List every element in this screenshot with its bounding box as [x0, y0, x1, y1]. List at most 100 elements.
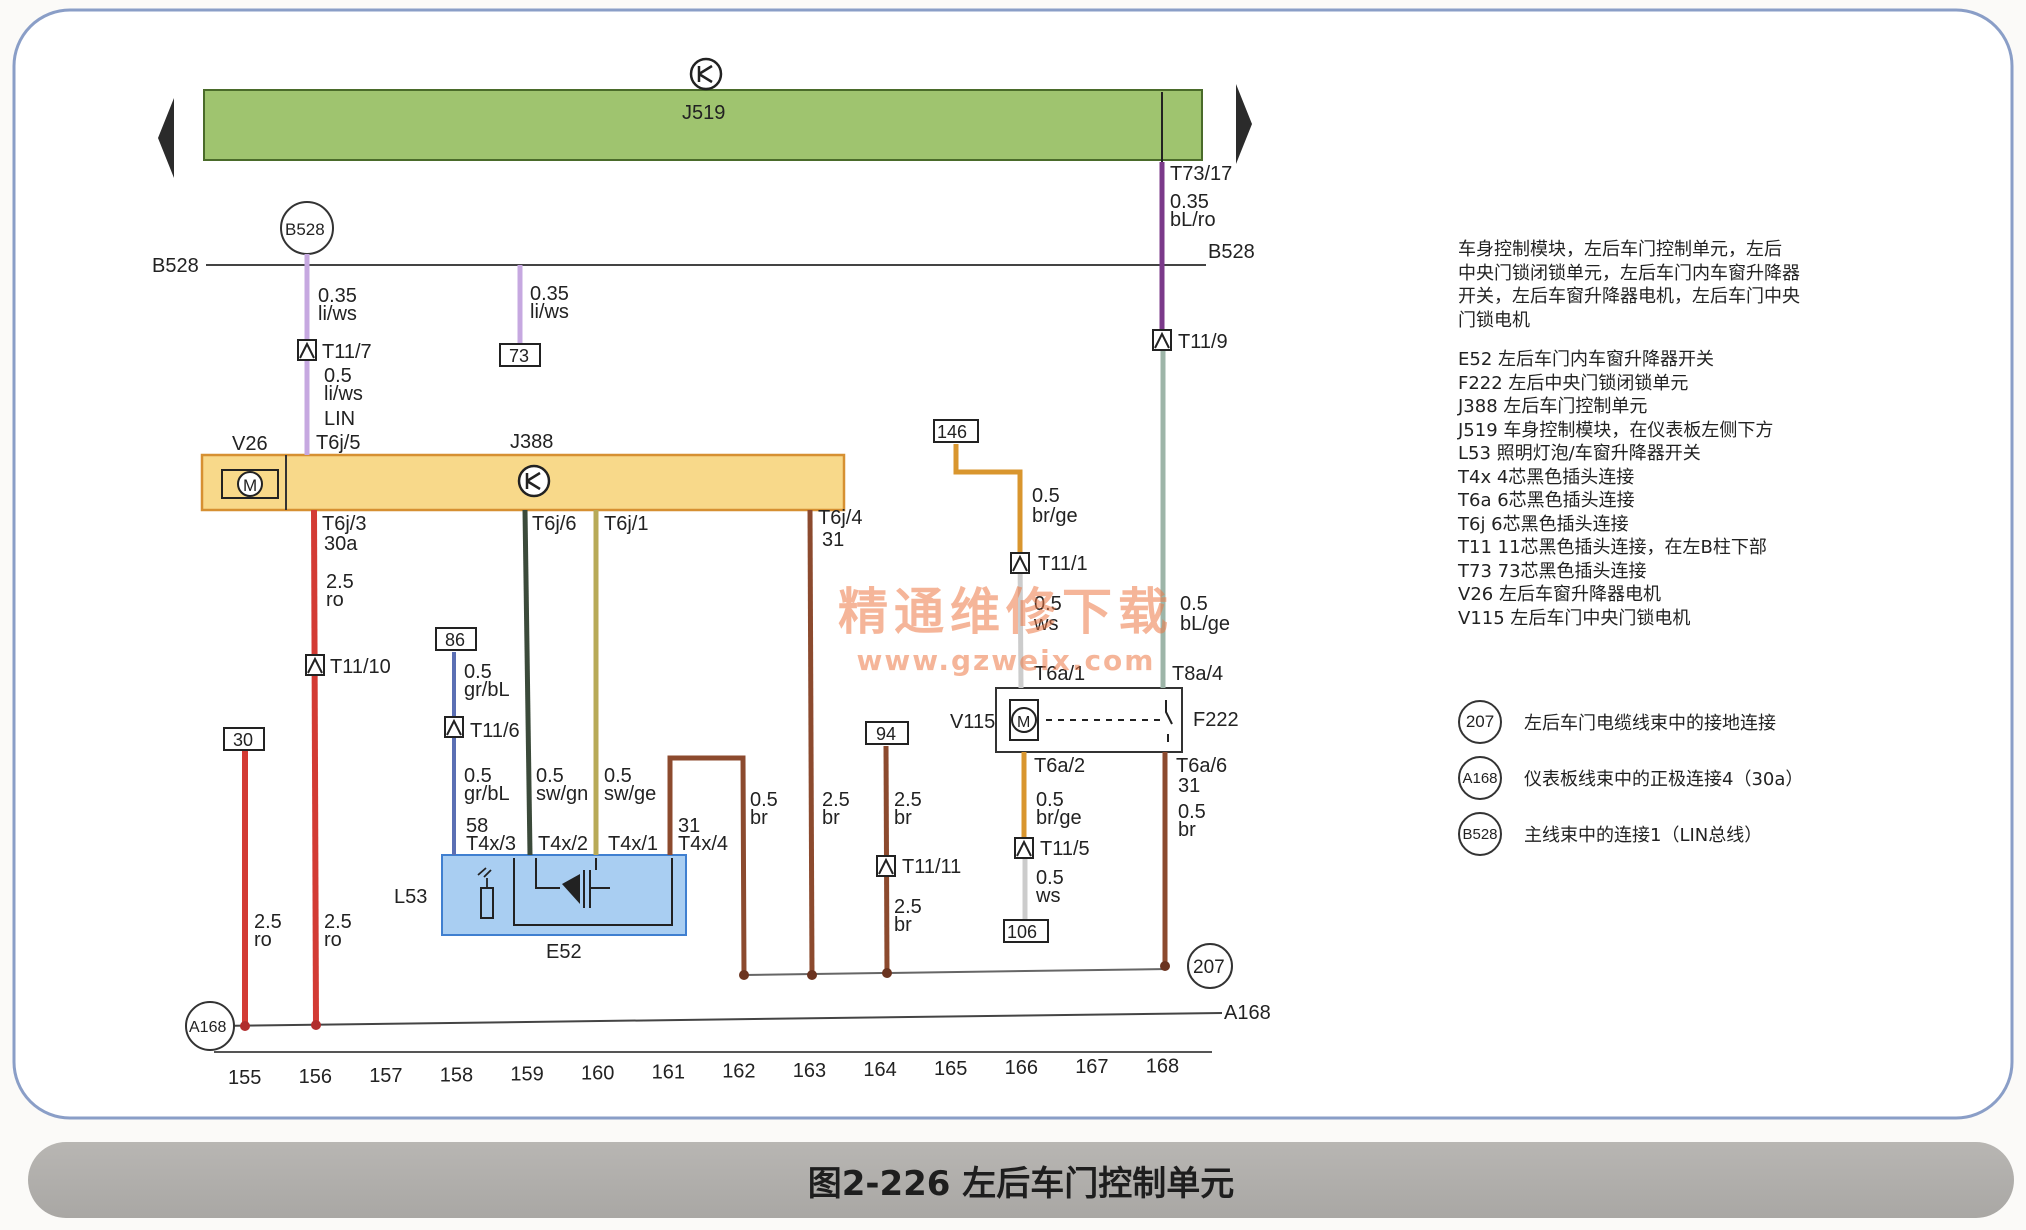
- wire-156-ro: [311, 509, 319, 1026]
- legend-title-line: 车身控制模块，左后车门控制单元，左后: [1458, 239, 1782, 260]
- w05-liws-2: li/ws: [324, 383, 363, 405]
- w25ro-c1: 2.5: [324, 911, 352, 933]
- b528-node-label: B528: [285, 220, 325, 239]
- b528-right-label: B528: [1208, 241, 1255, 263]
- v26-motor-icon: [221, 469, 279, 499]
- junction-dot: [882, 968, 892, 978]
- connector-icon: [297, 329, 1172, 877]
- legend-title-line: 中央门锁闭锁单元，左后车门内车窗升降器: [1458, 262, 1800, 284]
- j388-ground-icon: [517, 464, 551, 498]
- column-number: 167: [1075, 1056, 1108, 1078]
- legend-item: T11 11芯黑色插头连接，在左B柱下部: [1458, 537, 1767, 558]
- legend-item: T6j 6芯黑色插头连接: [1458, 513, 1629, 535]
- terminal-86: 86: [435, 627, 477, 651]
- legend-item: L53 照明灯泡/车窗升降器开关: [1458, 443, 1701, 464]
- column-number: 166: [1005, 1057, 1038, 1079]
- w-blge-1: 0.5: [1180, 593, 1208, 615]
- legend-title-line: 门锁电机: [1458, 309, 1530, 331]
- w-swgn-1: 0.5: [536, 765, 564, 787]
- w05grbl-b1: 0.5: [464, 765, 492, 787]
- w25br-b2: br: [894, 807, 912, 829]
- w-b528-b2: li/ws: [530, 301, 569, 323]
- legend-connection: A168 仪表板线束中的正极连接4（30a）: [1458, 756, 1803, 800]
- b528-left-label: B528: [152, 255, 199, 277]
- legend-item: J388 左后车门控制单元: [1458, 396, 1648, 417]
- wire-br-ge-top: [953, 444, 1023, 552]
- w05grbl-a2: gr/bL: [464, 679, 510, 701]
- t4x-1-label: T4x/1: [608, 833, 658, 855]
- terminal-146: 146: [933, 419, 979, 443]
- w05-liws-1: 0.5: [324, 365, 352, 387]
- svg-text:146: 146: [937, 422, 967, 442]
- t6a-6-label: T6a/6: [1176, 755, 1227, 777]
- w05grbl-a1: 0.5: [464, 661, 492, 683]
- t6j-3-num: 30a: [324, 533, 358, 555]
- w-ws-a2: ws: [1033, 613, 1058, 635]
- legend-item: V26 左后车窗升降器电机: [1458, 584, 1661, 605]
- w25br-c1: 2.5: [894, 896, 922, 918]
- t11-6-label: T11/6: [470, 720, 520, 742]
- column-number: 161: [652, 1062, 685, 1084]
- a168-right-label: A168: [1224, 1002, 1271, 1024]
- ground-symbol-icon: [689, 57, 723, 91]
- connection-code: 207: [1458, 700, 1502, 744]
- v115-motor-icon: [1009, 699, 1039, 741]
- w05br-b1: 0.5: [1178, 801, 1206, 823]
- w-brge-b2: br/ge: [1036, 807, 1082, 829]
- junction-dot: [311, 1020, 321, 1030]
- t8a-4-label: T8a/4: [1172, 663, 1223, 685]
- w-brge-a2: br/ge: [1032, 505, 1078, 527]
- t6j-1-label: T6j/1: [604, 513, 648, 535]
- l53-bulb-icon: [477, 867, 494, 919]
- watermark-url: www.gzweix.com: [856, 644, 1156, 677]
- watermark-title: 精通维修下载: [838, 583, 1174, 641]
- legend: 车身控制模块，左后车门控制单元，左后 中央门锁闭锁单元，左后车门内车窗升降器 开…: [1458, 238, 1928, 630]
- junction-dot: [807, 970, 817, 980]
- t6j-5-label: T6j/5: [316, 432, 360, 454]
- arrow-left-icon: [158, 98, 174, 178]
- pin-58: 58: [466, 815, 488, 837]
- e52-switch-box: [441, 854, 687, 936]
- w25br-a1: 2.5: [822, 789, 850, 811]
- connection-code: B528: [1458, 812, 1502, 856]
- legend-item: T73 73芯黑色插头连接: [1458, 560, 1647, 582]
- legend-item: E52 左后车门内车窗升降器开关: [1458, 349, 1714, 370]
- column-number: 160: [581, 1063, 614, 1085]
- j388-label: J388: [510, 431, 553, 453]
- a168-node: [185, 1001, 235, 1051]
- a168-bus-line: [213, 1012, 1223, 1027]
- t6a-6-num: 31: [1178, 775, 1200, 797]
- legend-item: T4x 4芯黑色插头连接: [1458, 466, 1635, 488]
- w25ro-a1: 2.5: [326, 571, 354, 593]
- column-number: 163: [793, 1060, 826, 1082]
- w25br-c2: br: [894, 914, 912, 936]
- arrow-right-icon: [1236, 84, 1252, 164]
- e52-label: E52: [546, 941, 582, 963]
- t4x-3-label: T4x/3: [466, 833, 516, 855]
- ground-207-node: [1187, 943, 1233, 989]
- w-brge-b1: 0.5: [1036, 789, 1064, 811]
- column-number: 155: [228, 1067, 261, 1089]
- w25br-b1: 2.5: [894, 789, 922, 811]
- wire-163-br: [807, 509, 815, 976]
- w-b528-a2: li/ws: [318, 303, 357, 325]
- w035-blro-1: 0.35: [1170, 191, 1209, 213]
- terminal-106: 106: [1003, 919, 1049, 943]
- terminal-73: 73: [499, 343, 541, 367]
- connection-code: A168: [1458, 756, 1502, 800]
- connection-desc: 左后车门电缆线束中的接地连接: [1524, 713, 1776, 734]
- t6a-2-label: T6a/2: [1034, 755, 1085, 777]
- w035-blro-2: bL/ro: [1170, 209, 1216, 231]
- t6j-6-label: T6j/6: [532, 513, 576, 535]
- column-number: 156: [299, 1066, 332, 1088]
- t4x-4-label: T4x/4: [678, 833, 728, 855]
- junction-dot: [240, 1021, 250, 1031]
- a168-node-label: A168: [189, 1019, 226, 1036]
- t11-9-label: T11/9: [1178, 331, 1228, 353]
- w-blge-2: bL/ge: [1180, 613, 1230, 635]
- w25ro-b2: ro: [254, 929, 272, 951]
- w-brge-a1: 0.5: [1032, 485, 1060, 507]
- w-ws-b2: ws: [1035, 885, 1060, 907]
- t11-11-label: T11/11: [902, 856, 961, 878]
